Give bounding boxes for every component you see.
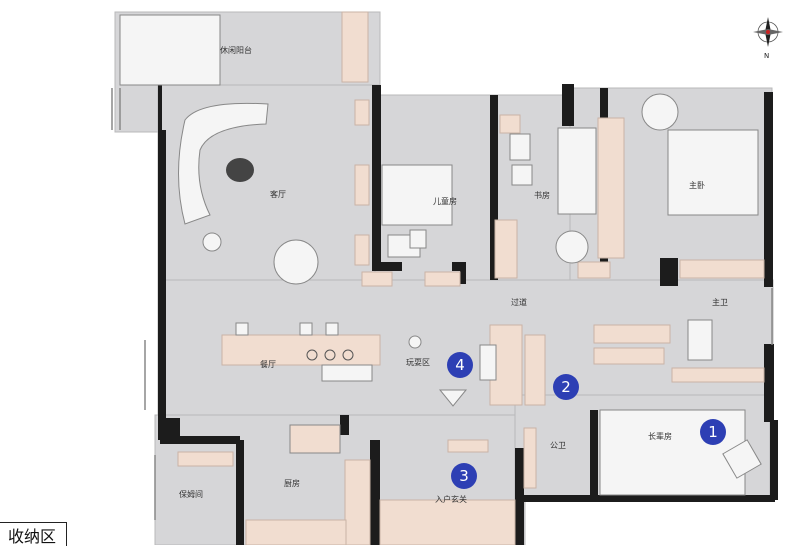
- room-label-living: 客厅: [270, 190, 286, 199]
- room-label-study: 书房: [534, 191, 550, 200]
- play-rug: [438, 389, 468, 407]
- room-label-nanny: 保姆间: [179, 490, 203, 499]
- windows: [111, 88, 773, 520]
- dining-chairs: [235, 322, 373, 382]
- room-label-public-bath: 公卫: [550, 441, 566, 450]
- room-label-entry: 入户玄关: [435, 495, 467, 504]
- room-label-balcony: 休闲阳台: [220, 46, 252, 55]
- marker-2: 2: [553, 374, 579, 400]
- walls: [158, 15, 778, 545]
- pendant-lamps: [306, 349, 354, 361]
- round-items: [202, 93, 679, 349]
- compass-icon: [753, 17, 783, 47]
- room-label-kitchen: 厨房: [284, 479, 300, 488]
- storage-zones: [177, 11, 765, 545]
- compass-north-label: N: [764, 52, 770, 60]
- coffee-table: [226, 158, 254, 182]
- room-label-corridor: 过道: [511, 298, 527, 307]
- room-label-master-bath: 主卫: [712, 298, 728, 307]
- marker-3: 3: [451, 463, 477, 489]
- room-label-master: 主卧: [689, 181, 705, 190]
- room-label-dining: 餐厅: [260, 360, 276, 369]
- room-label-play: 玩耍区: [406, 358, 430, 367]
- marker-4: 4: [447, 352, 473, 378]
- room-label-elder: 长辈房: [648, 432, 672, 441]
- room-label-kids: 儿童房: [433, 197, 457, 206]
- legend-storage: 收纳区: [0, 522, 68, 546]
- marker-1: 1: [700, 419, 726, 445]
